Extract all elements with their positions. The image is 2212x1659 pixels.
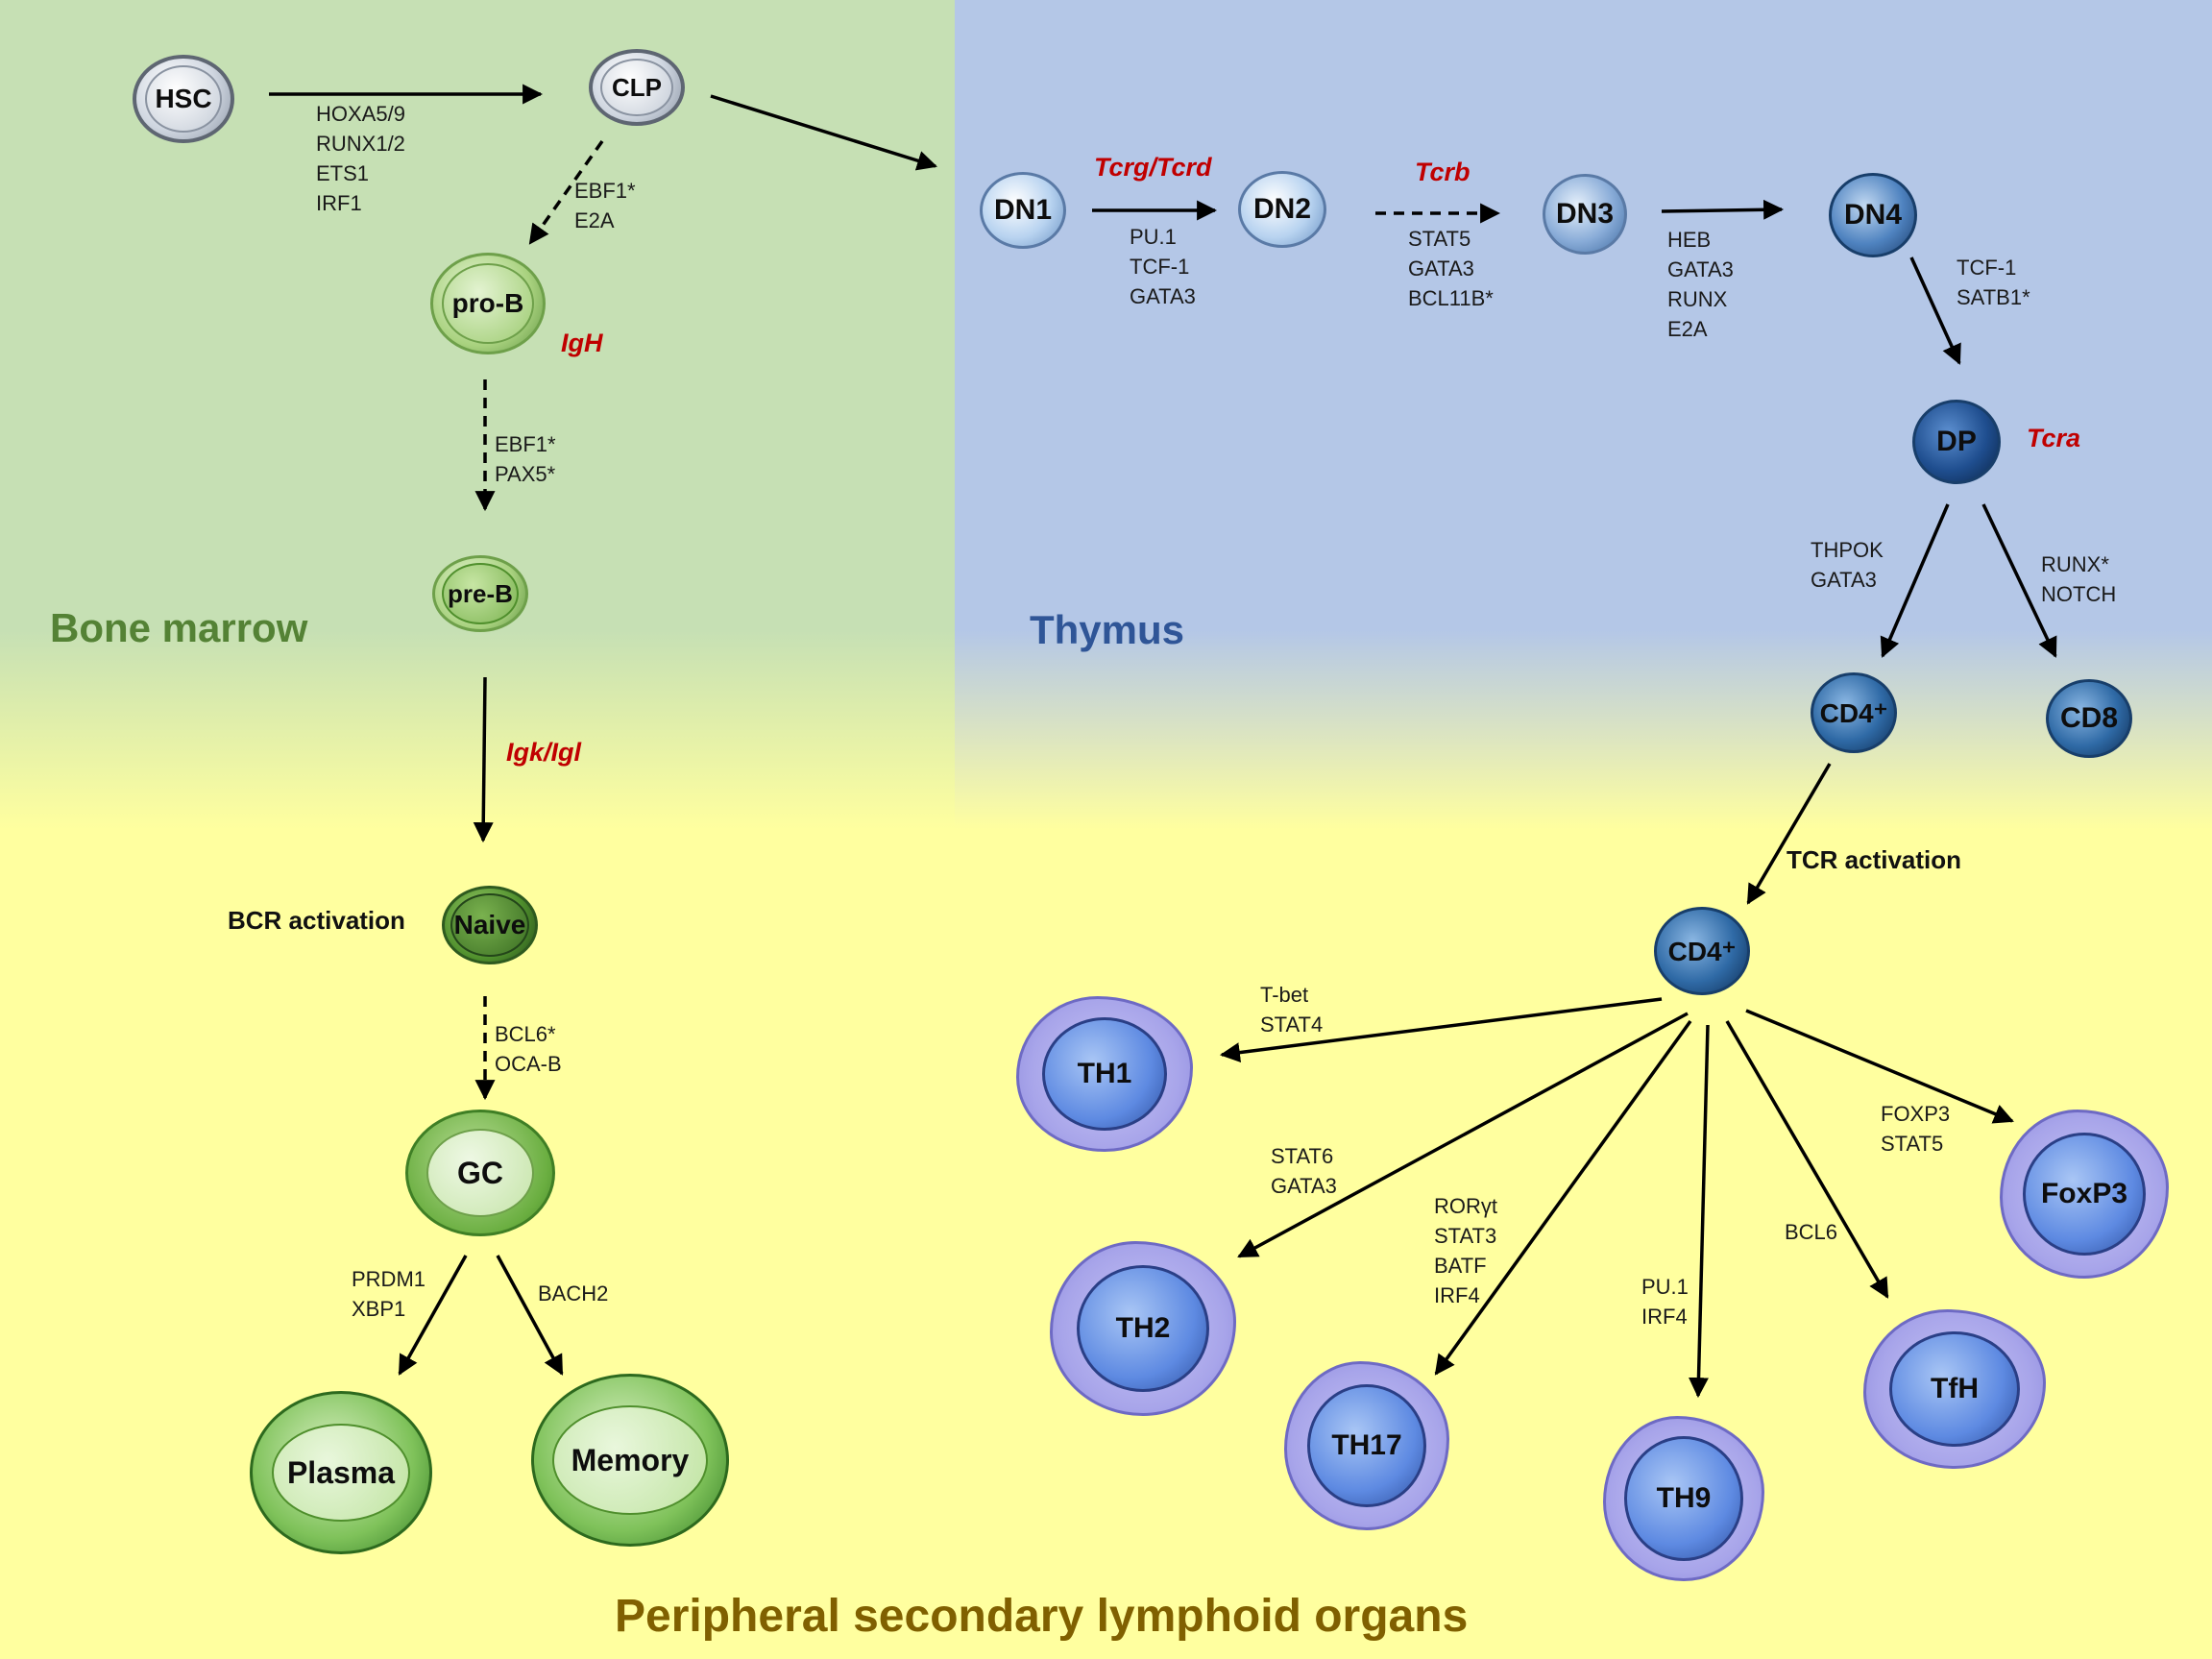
arrow-gc-memory	[496, 1255, 564, 1376]
th1-cell: TH1	[1016, 996, 1193, 1152]
naive-cell: Naive	[442, 886, 538, 964]
gc-label: GC	[457, 1155, 503, 1190]
gene-tcrb: Tcrb	[1415, 158, 1471, 186]
bcr-activation-label: BCR activation	[228, 906, 405, 935]
tf-cd4-foxp3: FOXP3 STAT5	[1881, 1102, 1951, 1156]
cd8-cell: CD8	[2046, 679, 2132, 758]
dn2-cell: DN2	[1238, 171, 1326, 248]
cd8-label: CD8	[2059, 702, 2118, 734]
th17-cell: TH17	[1284, 1361, 1449, 1530]
gc-cell: GC	[405, 1110, 555, 1236]
dn1-cell: DN1	[980, 172, 1066, 249]
arrow-clp-thymus	[710, 94, 938, 171]
clp-cell: CLP	[589, 49, 685, 126]
th9-label: TH9	[1656, 1482, 1712, 1514]
tf-cd4-th2: STAT6 GATA3	[1271, 1144, 1337, 1198]
tfh-label: TfH	[1931, 1373, 1979, 1404]
arrow-cd4-foxp3	[1745, 1009, 2014, 1124]
th9-cell: TH9	[1603, 1416, 1764, 1581]
gene-igh: IgH	[561, 329, 603, 357]
plasma-cell: Plasma	[250, 1391, 432, 1554]
th2-cell: TH2	[1050, 1241, 1236, 1416]
tf-dn4-dp: TCF-1 SATB1*	[1957, 256, 2030, 309]
pro-b-label: pro-B	[451, 288, 524, 318]
cd4-peripheral-label: CD4⁺	[1667, 936, 1737, 966]
dn3-cell: DN3	[1543, 174, 1627, 255]
cd4-thymus-cell: CD4⁺	[1811, 672, 1897, 753]
th17-label: TH17	[1331, 1429, 1402, 1461]
memory-label: Memory	[571, 1442, 690, 1477]
arrow-preb-naive	[473, 676, 494, 843]
tf-hsc-clp: HOXA5/9 RUNX1/2 ETS1 IRF1	[316, 102, 405, 215]
bone-marrow-region	[0, 0, 955, 1659]
naive-label: Naive	[453, 910, 526, 939]
dp-label: DP	[1936, 426, 1977, 457]
tf-prob-preb: EBF1* PAX5*	[495, 432, 556, 486]
clp-label: CLP	[612, 72, 662, 102]
pro-b-cell: pro-B	[430, 253, 546, 354]
arrow-dp-cd4	[1880, 503, 1950, 658]
foxp3-label: FoxP3	[2040, 1178, 2128, 1209]
arrow-cd4-activation	[1746, 763, 1832, 905]
cd4-peripheral-cell: CD4⁺	[1654, 907, 1750, 995]
memory-cell: Memory	[531, 1374, 729, 1547]
th1-label: TH1	[1077, 1058, 1132, 1089]
gene-igk-igl: Igk/Igl	[506, 738, 582, 767]
dn1-label: DN1	[993, 194, 1052, 226]
arrow-dp-cd8	[1981, 503, 2057, 658]
tf-cd4-th17: RORγt STAT3 BATF IRF4	[1434, 1194, 1497, 1307]
tf-gc-plasma: PRDM1 XBP1	[352, 1267, 426, 1321]
tfh-cell: TfH	[1863, 1309, 2046, 1469]
dn3-label: DN3	[1555, 198, 1614, 230]
tf-naive-gc: BCL6* OCA-B	[495, 1022, 562, 1076]
tf-dp-cd8: RUNX* NOTCH	[2041, 552, 2117, 606]
tf-gc-memory: BACH2	[538, 1281, 609, 1305]
cd4-thymus-label: CD4⁺	[1819, 697, 1888, 728]
pre-b-cell: pre-B	[432, 555, 528, 632]
arrow-dn3-dn4	[1661, 199, 1785, 220]
peripheral-label: Peripheral secondary lymphoid organs	[615, 1591, 1469, 1642]
tf-clp-prob: EBF1* E2A	[574, 179, 636, 232]
arrow-gc-plasma	[398, 1255, 468, 1376]
arrow-cd4-th1	[1219, 997, 1663, 1063]
dp-cell: DP	[1912, 400, 2001, 484]
arrow-cd4-th2	[1237, 1012, 1689, 1258]
arrow-clp-prob	[528, 139, 604, 245]
pre-b-label: pre-B	[448, 578, 513, 608]
tf-dp-cd4: THPOK GATA3	[1811, 538, 1884, 592]
hsc-label: HSC	[155, 84, 212, 113]
foxp3-cell: FoxP3	[2000, 1110, 2169, 1279]
tf-cd4-th1: T-bet STAT4	[1260, 983, 1324, 1037]
gene-tcra: Tcra	[2027, 424, 2081, 452]
thymus-label: Thymus	[1030, 607, 1185, 652]
bone-marrow-label: Bone marrow	[50, 605, 308, 650]
arrow-cd4-tfh	[1725, 1020, 1889, 1299]
tf-dn1-dn2: PU.1 TCF-1 GATA3	[1130, 225, 1196, 308]
tcr-activation-label: TCR activation	[1787, 845, 1962, 874]
th2-label: TH2	[1115, 1312, 1171, 1344]
arrow-cd4-th17	[1434, 1019, 1692, 1376]
gene-tcrg-tcrd: Tcrg/Tcrd	[1094, 153, 1212, 182]
dn4-label: DN4	[1843, 199, 1902, 231]
plasma-label: Plasma	[286, 1454, 396, 1490]
hsc-cell: HSC	[133, 55, 234, 143]
dn4-cell: DN4	[1829, 173, 1917, 257]
dn2-label: DN2	[1252, 193, 1311, 225]
tf-dn2-dn3: STAT5 GATA3 BCL11B*	[1408, 227, 1494, 310]
tf-dn3-dn4: HEB GATA3 RUNX E2A	[1667, 228, 1734, 341]
arrow-cd4-th9	[1688, 1024, 1710, 1399]
tf-cd4-th9: PU.1 IRF4	[1641, 1275, 1689, 1329]
arrow-dn4-dp	[1909, 256, 1961, 365]
tf-cd4-tfh: BCL6	[1785, 1220, 1838, 1244]
